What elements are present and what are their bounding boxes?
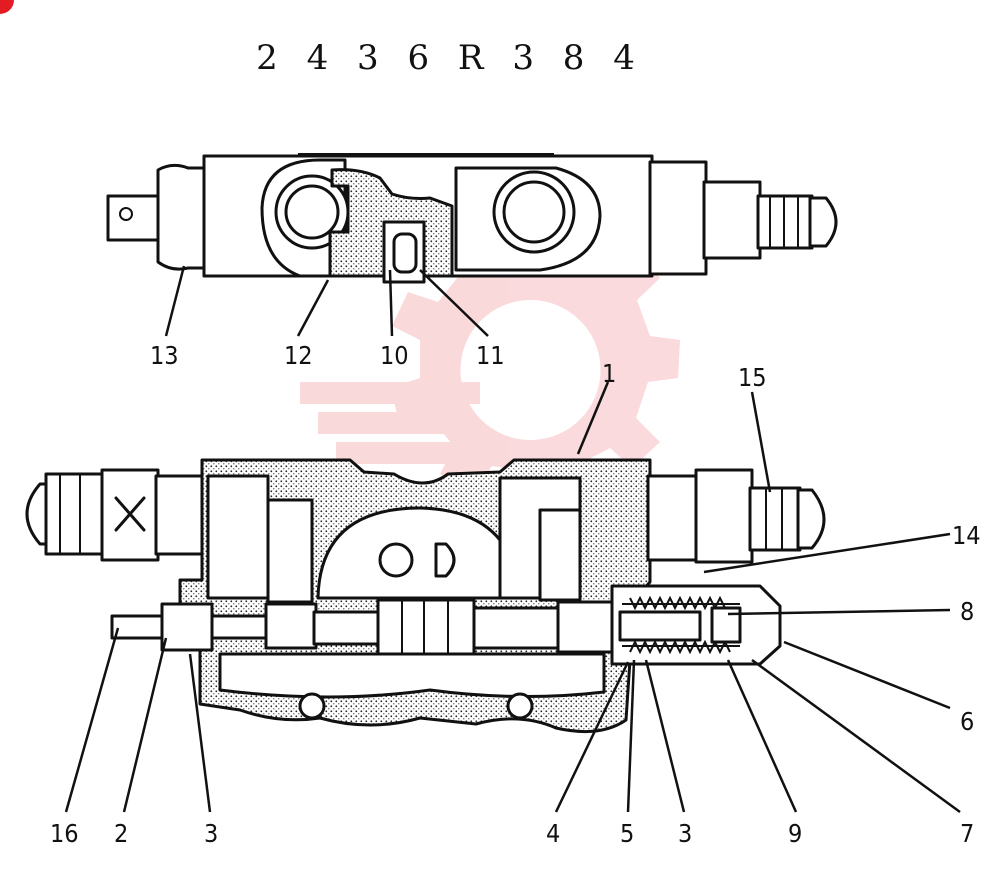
left-coil-cross xyxy=(114,496,146,532)
top-view xyxy=(106,153,838,284)
watermark-gear-icon xyxy=(300,212,680,502)
callout-10: 10 xyxy=(380,341,409,370)
leader-5 xyxy=(626,659,636,813)
leader-2 xyxy=(122,637,168,813)
left-coil-sleeve xyxy=(154,474,210,556)
right-coil-lower xyxy=(694,468,754,564)
leader-6 xyxy=(783,640,951,710)
mount-hole-right xyxy=(506,692,534,720)
spring-rails xyxy=(622,603,740,647)
leader-15 xyxy=(750,391,772,493)
return-spring xyxy=(629,595,731,655)
callout-13: 13 xyxy=(150,341,179,370)
right-port xyxy=(492,170,576,254)
right-sleeve xyxy=(648,160,708,276)
callout-11: 11 xyxy=(476,341,505,370)
left-pilot xyxy=(266,498,314,604)
part-number-title: 2 4 3 6 R 3 8 4 xyxy=(256,38,644,78)
chamber-d-port xyxy=(434,542,456,578)
right-sleeve-lower xyxy=(646,474,700,562)
left-pocket xyxy=(206,474,270,600)
callout-4: 4 xyxy=(546,819,560,848)
callout-5: 5 xyxy=(620,819,634,848)
leader-4 xyxy=(554,661,630,813)
callout-3-right: 3 xyxy=(678,819,692,848)
right-pilot xyxy=(538,508,582,602)
right-acorn-lower xyxy=(796,488,826,550)
leader-16 xyxy=(64,627,120,813)
right-acorn-cap xyxy=(808,196,838,248)
right-nut-lower xyxy=(748,486,802,552)
left-acorn-cap xyxy=(25,482,50,546)
leader-3a xyxy=(188,653,212,813)
spool-land-b xyxy=(376,598,476,656)
callout-7: 7 xyxy=(960,819,974,848)
leader-7 xyxy=(751,658,961,814)
section-leaders xyxy=(64,381,961,814)
spade-terminal xyxy=(106,194,162,242)
leader-3b xyxy=(644,659,686,813)
callout-3-left: 3 xyxy=(204,819,218,848)
end-screw xyxy=(710,606,742,644)
right-nut-flats xyxy=(765,488,783,550)
chamber-ball xyxy=(378,542,414,578)
nut-flats xyxy=(769,196,799,248)
left-port-inner xyxy=(284,184,340,240)
left-cap xyxy=(156,163,208,271)
callout-16: 16 xyxy=(50,819,79,848)
section-view xyxy=(25,458,826,734)
spool-land-left xyxy=(160,602,214,652)
leader-13 xyxy=(164,265,186,337)
callout-14: 14 xyxy=(952,521,981,550)
left-hex-nut xyxy=(44,472,106,556)
leader-14 xyxy=(703,532,951,574)
terminal-hole xyxy=(119,207,133,221)
callout-labels: 13 12 10 11 1 15 14 8 6 7 9 3 5 4 3 2 16 xyxy=(50,341,981,848)
callout-6: 6 xyxy=(960,707,974,736)
leader-10 xyxy=(388,269,394,337)
right-port-inner xyxy=(502,180,566,244)
callout-8: 8 xyxy=(960,597,974,626)
left-nut-flats xyxy=(59,474,81,554)
right-coil xyxy=(702,180,762,260)
leader-9 xyxy=(726,659,798,813)
leader-1 xyxy=(576,381,610,455)
spool-grooves xyxy=(401,600,449,654)
callout-1: 1 xyxy=(602,359,616,388)
spool-land-c xyxy=(472,606,562,650)
callout-15: 15 xyxy=(738,363,767,392)
callout-9: 9 xyxy=(788,819,802,848)
leader-8 xyxy=(727,608,951,616)
callout-2: 2 xyxy=(114,819,128,848)
spring-seat xyxy=(618,610,702,642)
mount-hole-left xyxy=(298,692,326,720)
lower-bore xyxy=(218,652,606,699)
spool-land-a xyxy=(264,602,318,650)
top-leaders xyxy=(164,265,489,337)
callout-12: 12 xyxy=(284,341,313,370)
leader-12 xyxy=(296,279,330,337)
spool-mid xyxy=(312,610,382,646)
leader-11 xyxy=(419,269,489,337)
check-poppet xyxy=(392,232,418,274)
